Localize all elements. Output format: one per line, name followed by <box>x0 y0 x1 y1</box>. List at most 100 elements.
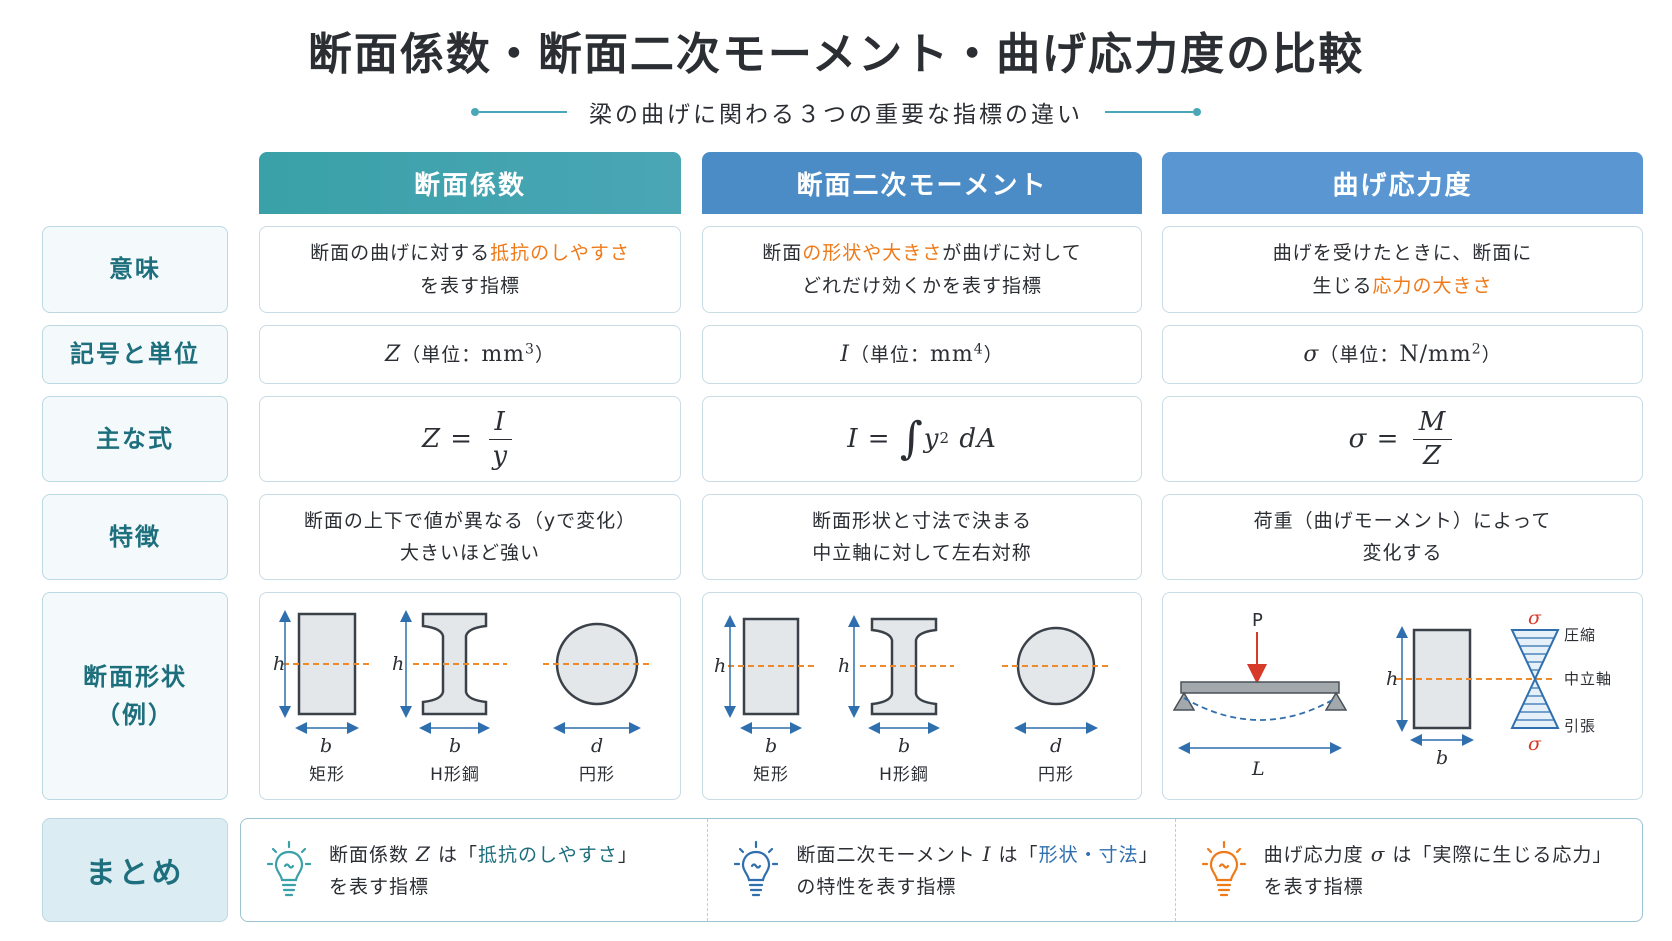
text: 荷重（曲げモーメント）によって <box>1253 509 1552 532</box>
stress-distribution: σ σ 圧縮 中立軸 引張 <box>1509 607 1611 755</box>
row-label-feature: 特徴 <box>42 494 228 580</box>
lightbulb-icon <box>734 840 779 897</box>
symbol: Z <box>385 341 402 367</box>
text: 断面の上下で値が異なる（yで変化） <box>303 509 637 532</box>
text: は「 <box>991 843 1039 866</box>
dim-h: h <box>273 653 286 675</box>
denominator: Z <box>1422 440 1443 471</box>
text: 大きいほど強い <box>399 542 540 564</box>
symbol: I <box>982 841 992 866</box>
text: 」 <box>617 843 638 866</box>
text: （単位： <box>1319 343 1400 366</box>
differential: dA <box>959 423 997 454</box>
denominator: y <box>492 440 509 471</box>
feature-bending-stress: 荷重（曲げモーメント）によって変化する <box>1162 494 1643 580</box>
meaning-bending-stress: 曲げを受けたときに、断面に 生じる応力の大きさ <box>1162 226 1643 313</box>
dim-h: h <box>1386 668 1399 690</box>
dim-d: d <box>591 735 604 757</box>
text: を表す指標 <box>329 876 430 898</box>
integral-sign: ∫ <box>899 413 924 464</box>
dim-h: h <box>392 653 405 675</box>
dim-h: h <box>714 655 727 677</box>
label-tension: 引張 <box>1564 717 1596 735</box>
equals: = <box>450 423 474 454</box>
numerator: M <box>1412 408 1453 440</box>
sigma-bottom: σ <box>1528 733 1542 755</box>
highlight-text: 抵抗のしやすさ <box>490 242 630 265</box>
text: は「 <box>1385 843 1433 866</box>
text: 変化する <box>1362 542 1443 564</box>
integrand: y <box>923 423 940 454</box>
row-label-shape: 断面形状 （例） <box>42 592 228 800</box>
row-label-meaning: 意味 <box>42 226 228 313</box>
exponent: 4 <box>973 341 984 358</box>
lightbulb-icon <box>1201 840 1246 897</box>
label-compression: 圧縮 <box>1564 626 1596 644</box>
circle-section: d 円形 <box>1001 626 1112 785</box>
text: 断面の曲げに対する <box>310 242 491 265</box>
subtitle-decor-right <box>1105 108 1201 116</box>
summary-item-moment-of-inertia: 断面二次モーメント I は「形状・寸法」 の特性を表す指標 <box>707 819 1174 921</box>
exponent: 2 <box>1471 341 1482 358</box>
column-header-bending-stress: 曲げ応力度 <box>1162 152 1643 214</box>
dim-b: b <box>1436 747 1449 769</box>
text: 曲げ応力度 <box>1263 843 1371 866</box>
page-title: 断面係数・断面二次モーメント・曲げ応力度の比較 <box>307 29 1365 80</box>
highlight-text: 応力の大きさ <box>1372 274 1493 297</box>
summary-box: 断面係数 Z は「抵抗のしやすさ」 を表す指標 断面二次モーメント I は「形状… <box>240 818 1643 922</box>
shapes-bending-stress: P L h b <box>1162 592 1643 800</box>
subtitle: 梁の曲げに関わる３つの重要な指標の違い <box>589 102 1083 128</box>
formula-lhs: σ <box>1348 423 1368 454</box>
label-h-beam: H形鋼 <box>430 765 480 785</box>
equals: = <box>1376 423 1400 454</box>
meaning-moment-of-inertia: 断面の形状や大きさが曲げに対して どれだけ効くかを表す指標 <box>702 226 1142 313</box>
summary-item-section-modulus: 断面係数 Z は「抵抗のしやすさ」 を表す指標 <box>241 819 707 921</box>
text: （単位： <box>850 343 931 366</box>
text: 」 <box>1138 843 1159 866</box>
text: 断面形状と寸法で決まる <box>811 509 1032 532</box>
text: （単位： <box>401 343 482 366</box>
label-h-beam: H形鋼 <box>879 765 929 785</box>
symbol: I <box>840 341 850 367</box>
highlight-text: 形状・寸法 <box>1038 843 1139 866</box>
stress-section: h b <box>1386 625 1554 769</box>
feature-moment-of-inertia: 断面形状と寸法で決まる中立軸に対して左右対称 <box>702 494 1142 580</box>
rect-section: h b 矩形 <box>714 614 814 785</box>
text: ） <box>1481 343 1502 366</box>
rect-section: h b 矩形 <box>273 609 371 785</box>
unit: mm <box>481 341 526 367</box>
dim-L: L <box>1251 758 1266 780</box>
load-label: P <box>1252 610 1264 631</box>
text: ） <box>983 343 1004 366</box>
text: が曲げに対して <box>942 242 1082 265</box>
dim-d: d <box>1050 735 1063 757</box>
dim-b: b <box>320 735 333 757</box>
symbol: σ <box>1303 341 1320 367</box>
label-circle: 円形 <box>579 765 615 785</box>
equals: = <box>867 423 891 454</box>
text: 中立軸に対して左右対称 <box>812 542 1032 564</box>
text: 曲げを受けたときに、断面に <box>1272 242 1533 265</box>
unit: N/mm <box>1399 341 1472 367</box>
label-rect: 矩形 <box>753 765 789 785</box>
lightbulb-icon <box>267 840 311 897</box>
text: は「 <box>430 843 478 866</box>
formula-lhs: Z <box>421 423 442 454</box>
sigma-top: σ <box>1528 607 1542 629</box>
unit: mm <box>930 341 974 367</box>
symbol: σ <box>1370 841 1386 866</box>
row-label-symbol: 記号と単位 <box>42 325 228 384</box>
label-circle: 円形 <box>1038 765 1074 785</box>
numerator: I <box>488 408 512 440</box>
feature-section-modulus: 断面の上下で値が異なる（yで変化） 大きいほど強い <box>259 494 681 580</box>
h-beam-section: h b H形鋼 <box>392 609 507 785</box>
shapes-section-modulus: h b 矩形 h b H形鋼 d 円形 <box>259 592 681 800</box>
text: を表す指標 <box>1263 876 1364 898</box>
highlight-text: の形状や大きさ <box>802 242 943 265</box>
text: を表す指標 <box>419 274 520 297</box>
